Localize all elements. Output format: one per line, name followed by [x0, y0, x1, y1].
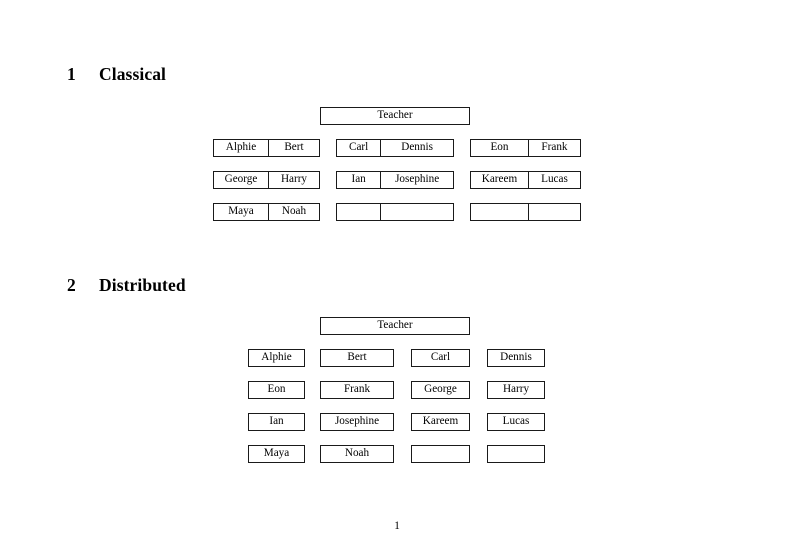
table-cell[interactable]: Kareem [481, 173, 518, 186]
section-number: 2 [67, 275, 76, 295]
table-cell[interactable]: Carl [348, 141, 369, 154]
table-row[interactable]: Ian Josephine [336, 171, 454, 189]
table-cell[interactable] [471, 204, 528, 220]
student-box[interactable]: Alphie [248, 349, 305, 367]
table-cell[interactable]: Frank [527, 140, 580, 156]
table-cell[interactable]: Harry [267, 172, 319, 188]
table-cell[interactable]: George [224, 173, 258, 186]
student-box[interactable]: George [411, 381, 470, 399]
student-box[interactable]: Dennis [487, 349, 545, 367]
table-cell[interactable]: Maya [228, 205, 254, 218]
table-cell[interactable]: Noah [267, 204, 319, 220]
table-row[interactable] [470, 203, 581, 221]
teacher-box-classical[interactable]: Teacher [320, 107, 470, 125]
section-number: 1 [67, 64, 76, 84]
table-cell[interactable]: Eon [490, 141, 509, 154]
student-box[interactable]: Lucas [487, 413, 545, 431]
table-cell[interactable]: Lucas [527, 172, 580, 188]
student-box[interactable]: Bert [320, 349, 394, 367]
student-box[interactable]: Carl [411, 349, 470, 367]
page-number: 1 [394, 520, 400, 532]
table-row[interactable]: Maya Noah [213, 203, 320, 221]
table-cell[interactable]: Bert [267, 140, 319, 156]
student-box[interactable]: Ian [248, 413, 305, 431]
table-row[interactable] [336, 203, 454, 221]
table-cell[interactable] [527, 204, 580, 220]
student-box[interactable]: Josephine [320, 413, 394, 431]
table-row[interactable]: George Harry [213, 171, 320, 189]
table-row[interactable]: Kareem Lucas [470, 171, 581, 189]
table-cell[interactable] [380, 204, 453, 220]
table-cell[interactable]: Ian [351, 173, 366, 186]
section-title: Distributed [99, 275, 186, 295]
student-box[interactable]: Noah [320, 445, 394, 463]
student-box[interactable] [487, 445, 545, 463]
student-box[interactable]: Harry [487, 381, 545, 399]
student-box[interactable]: Eon [248, 381, 305, 399]
table-cell[interactable]: Josephine [380, 172, 453, 188]
section-heading-classical: 1 Classical [67, 64, 167, 84]
table-row[interactable]: Carl Dennis [336, 139, 454, 157]
student-box[interactable] [411, 445, 470, 463]
table-row[interactable]: Eon Frank [470, 139, 581, 157]
table-cell[interactable] [337, 204, 380, 220]
table-cell[interactable]: Alphie [225, 141, 257, 154]
student-box[interactable]: Kareem [411, 413, 470, 431]
section-heading-distributed: 2 Distributed [67, 275, 186, 295]
table-row[interactable]: Alphie Bert [213, 139, 320, 157]
section-title: Classical [99, 64, 167, 84]
teacher-box-distributed[interactable]: Teacher [320, 317, 470, 335]
table-cell[interactable]: Dennis [380, 140, 453, 156]
student-box[interactable]: Maya [248, 445, 305, 463]
student-box[interactable]: Frank [320, 381, 394, 399]
